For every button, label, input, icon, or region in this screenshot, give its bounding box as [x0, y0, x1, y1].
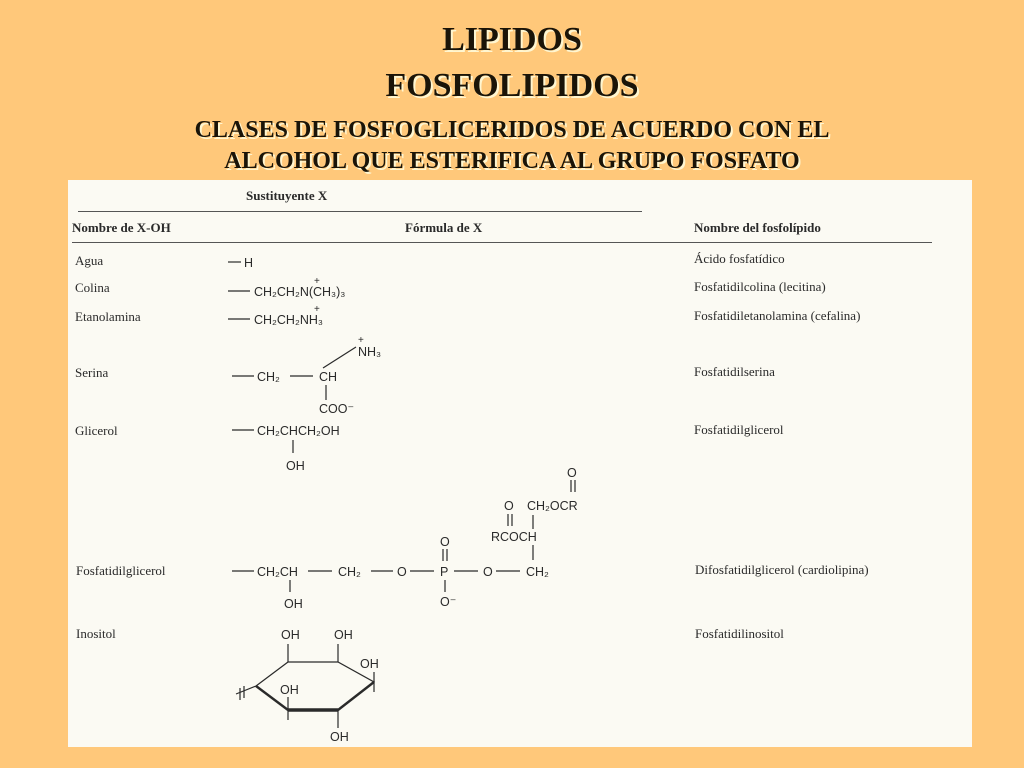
svg-text:CH: CH: [319, 370, 337, 384]
slide-title: LIPIDOS: [442, 21, 582, 58]
svg-text:CH₂CH₂NH₃: CH₂CH₂NH₃: [254, 313, 323, 327]
row-name-inositol: Inositol: [76, 626, 116, 641]
row-name-colina: Colina: [75, 280, 110, 295]
header-name-col: Nombre de X-OH: [72, 220, 171, 235]
svg-text:CH₂CHCH₂OH: CH₂CHCH₂OH: [257, 424, 340, 438]
svg-text:+: +: [314, 304, 320, 315]
svg-text:+: +: [314, 276, 320, 287]
lipid-fosfatidilserina: Fosfatidilserina: [694, 364, 775, 379]
row-name-etanolamina: Etanolamina: [75, 309, 141, 324]
svg-text:OH: OH: [280, 683, 299, 697]
svg-text:CH₂OCR: CH₂OCR: [527, 499, 578, 513]
svg-text:+: +: [358, 335, 364, 346]
svg-text:O: O: [483, 565, 493, 579]
svg-text:O: O: [567, 466, 577, 480]
row-name-glicerol: Glicerol: [75, 423, 118, 438]
svg-text:CH₂: CH₂: [257, 370, 280, 384]
slide-subtitle: FOSFOLIPIDOS: [385, 67, 639, 104]
lipid-fosfatidilcolina: Fosfatidilcolina (lecitina): [694, 279, 826, 294]
formula-fosfatidilglicerol: O O CH₂OCR RCOCH CH₂CH CH₂ O P O CH₂: [232, 466, 578, 611]
svg-text:H: H: [244, 256, 253, 270]
svg-text:OH: OH: [330, 730, 349, 744]
lipid-fosfatidilglicerol: Fosfatidilglicerol: [694, 422, 784, 437]
slide-heading-line-1: CLASES DE FOSFOGLICERIDOS DE ACUERDO CON…: [194, 117, 830, 143]
phospholipid-table: Sustituyente X Nombre de X-OH Fórmula de…: [68, 180, 972, 747]
svg-text:CH₂CH: CH₂CH: [257, 565, 298, 579]
svg-text:O: O: [504, 499, 514, 513]
row-name-serina: Serina: [75, 365, 109, 380]
formula-glicerol: CH₂CHCH₂OH OH: [232, 424, 340, 473]
svg-text:CH₂: CH₂: [338, 565, 361, 579]
slide-heading-line-2: ALCOHOL QUE ESTERIFICA AL GRUPO FOSFATO: [224, 148, 800, 174]
svg-text:OH: OH: [281, 628, 300, 642]
formula-inositol: OH OH OH OH OH: [235, 628, 379, 744]
formula-drawings: H CH₂CH₂N(CH₃)₃ + CH₂CH₂NH₃ + + NH₃ CH₂ …: [228, 256, 578, 744]
svg-text:O⁻: O⁻: [440, 595, 456, 609]
svg-text:CH₂CH₂N(CH₃)₃: CH₂CH₂N(CH₃)₃: [254, 285, 345, 299]
lipid-fosfatidilinositol: Fosfatidilinositol: [695, 626, 784, 641]
row-name-agua: Agua: [75, 253, 104, 268]
lipid-fosfatidiletanolamina: Fosfatidiletanolamina (cefalina): [694, 308, 861, 323]
svg-text:OH: OH: [334, 628, 353, 642]
svg-text:COO⁻: COO⁻: [319, 402, 354, 416]
svg-text:CH₂: CH₂: [526, 565, 549, 579]
formula-agua: H: [228, 256, 253, 270]
svg-text:O: O: [397, 565, 407, 579]
svg-text:O: O: [440, 535, 450, 549]
formula-serina: + NH₃ CH₂ CH COO⁻: [232, 335, 381, 416]
svg-text:OH: OH: [286, 459, 305, 473]
formula-etanolamina: CH₂CH₂NH₃ +: [228, 304, 323, 327]
header-rule-bottom: [72, 242, 932, 243]
header-formula-col: Fórmula de X: [405, 220, 483, 235]
header-rule-top: [78, 211, 642, 212]
row-name-fosfatidilglicerol: Fosfatidilglicerol: [76, 563, 166, 578]
svg-text:OH: OH: [284, 597, 303, 611]
header-sustituyente: Sustituyente X: [246, 188, 328, 203]
svg-text:OH: OH: [360, 657, 379, 671]
svg-text:NH₃: NH₃: [358, 345, 381, 359]
lipid-difosfatidilglicerol: Difosfatidilglicerol (cardiolipina): [695, 562, 869, 577]
svg-text:P: P: [440, 565, 448, 579]
formula-colina: CH₂CH₂N(CH₃)₃ +: [228, 276, 345, 299]
svg-text:RCOCH: RCOCH: [491, 530, 537, 544]
header-lipid-col: Nombre del fosfolípido: [694, 220, 821, 235]
lipid-acido-fosfatidico: Ácido fosfatídico: [694, 251, 785, 266]
